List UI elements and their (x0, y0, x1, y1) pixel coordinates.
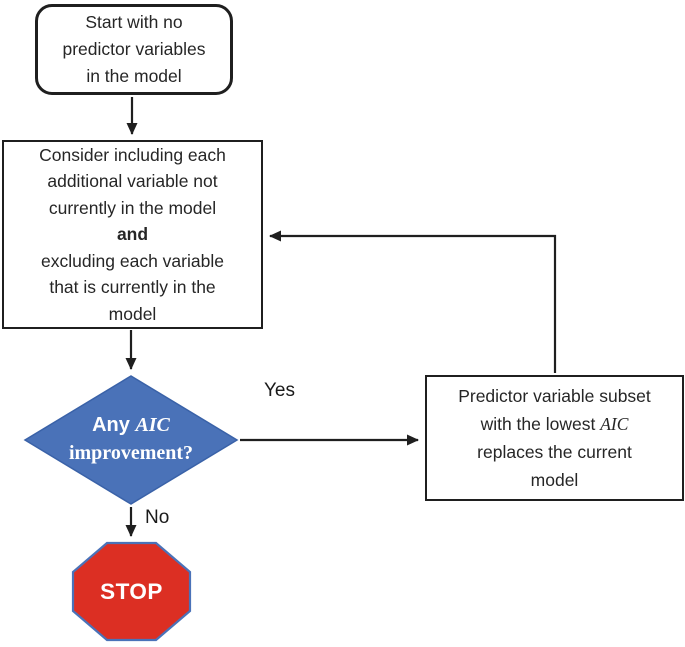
process-line: additional variable not (47, 171, 218, 192)
update-line: with the lowest AIC (427, 410, 682, 438)
decision-diamond-shape (23, 375, 239, 505)
update-line: model (530, 470, 579, 490)
update-node: Predictor variable subset with the lowes… (425, 375, 684, 501)
decision-line1-prefix: Any (92, 414, 136, 436)
decision-aic-term: AIC (135, 414, 170, 436)
start-line: predictor variables (62, 39, 206, 59)
process-line: model (108, 303, 157, 324)
start-line: Start with no (85, 12, 183, 32)
start-node: Start with no predictor variables in the… (35, 4, 233, 95)
no-branch-label: No (145, 507, 170, 528)
update-aic-term: AIC (600, 414, 629, 434)
process-line: Consider including each (39, 144, 226, 165)
decision-line2: improvement? (68, 442, 194, 464)
process-line: currently in the model (48, 197, 217, 218)
decision-label: Any AIC improvement? (31, 411, 231, 467)
process-node: Consider including each additional varia… (2, 140, 263, 329)
stop-node-label: STOP (100, 578, 163, 604)
update-line2-prefix: with the lowest (480, 414, 601, 434)
process-line: that is currently in the (49, 277, 216, 298)
process-line-and: and (116, 224, 149, 245)
decision-line1: Any AIC (31, 411, 231, 439)
update-line: Predictor variable subset (458, 386, 651, 406)
process-line: excluding each variable (41, 250, 224, 271)
yes-branch-label: Yes (264, 380, 295, 401)
arrow-update-feedback-to-process (269, 230, 557, 373)
stop-octagon-shape (71, 541, 192, 642)
start-line: in the model (86, 66, 182, 86)
update-line: replaces the current (477, 442, 632, 462)
